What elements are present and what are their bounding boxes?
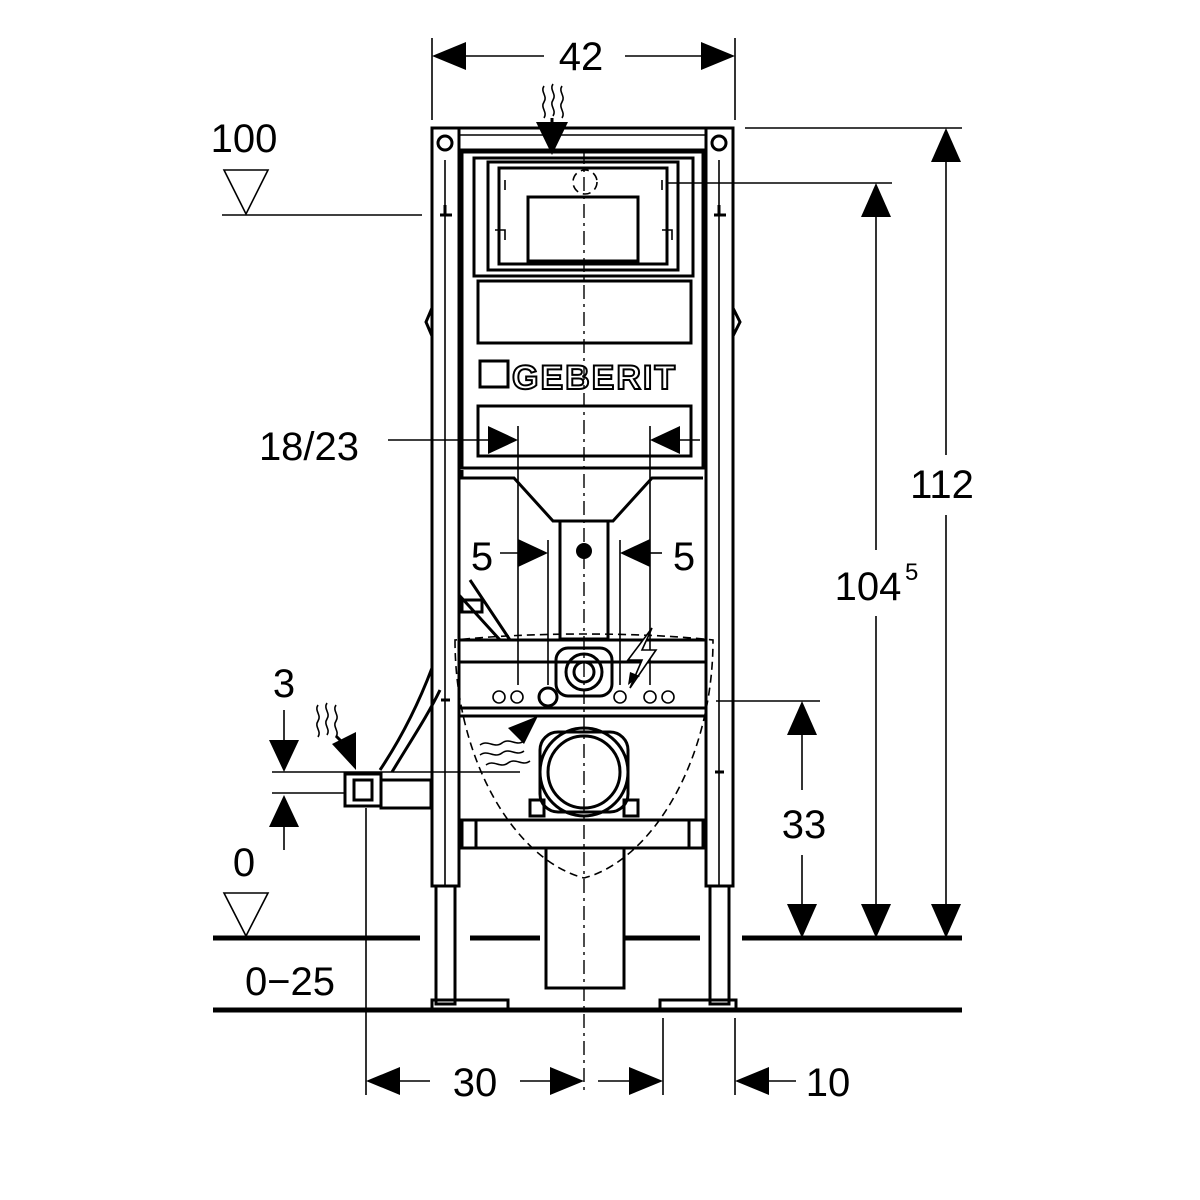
dimension-drain-height: 33 <box>716 700 827 938</box>
svg-text:100: 100 <box>211 117 278 161</box>
svg-text:GEBERIT: GEBERIT <box>512 359 677 397</box>
dimension-frame-height: 104 5 <box>666 182 918 938</box>
svg-text:3: 3 <box>273 662 295 706</box>
wc-bowl-outline <box>454 633 714 879</box>
svg-text:0: 0 <box>233 841 255 885</box>
svg-text:33: 33 <box>782 803 827 847</box>
svg-text:104: 104 <box>835 565 902 609</box>
dimension-left-gap: 5 <box>471 535 549 685</box>
dimension-total-height: 112 <box>745 127 974 938</box>
svg-text:42: 42 <box>559 35 604 79</box>
dimension-right-offset: 10 <box>734 1018 851 1105</box>
dimension-floor-zero: 0 <box>222 841 270 938</box>
warm-air-icon <box>479 716 538 766</box>
dimension-right-gap: 5 <box>619 535 695 685</box>
svg-text:18/23: 18/23 <box>259 425 359 469</box>
level-triangle-icon <box>222 169 270 216</box>
level-triangle-icon <box>222 892 270 938</box>
water-inlet-icon <box>536 83 568 155</box>
svg-text:30: 30 <box>453 1061 498 1105</box>
lightning-icon <box>626 627 658 689</box>
geberit-logo: GEBERIT <box>478 358 677 398</box>
water-inlet-icon <box>316 702 356 770</box>
dimension-frame-width: 42 <box>431 35 736 120</box>
dimension-top-level: 100 <box>211 117 422 216</box>
floor-lines <box>213 935 962 1013</box>
svg-text:112: 112 <box>910 463 974 507</box>
svg-text:5: 5 <box>673 535 695 579</box>
svg-text:5: 5 <box>471 535 493 579</box>
dimension-left-offset: 30 <box>365 808 664 1105</box>
svg-text:5: 5 <box>905 559 918 586</box>
dimension-supply-height: 3 <box>269 662 520 850</box>
dimension-floor-range: 0−25 <box>245 960 335 1004</box>
svg-text:10: 10 <box>806 1061 851 1105</box>
